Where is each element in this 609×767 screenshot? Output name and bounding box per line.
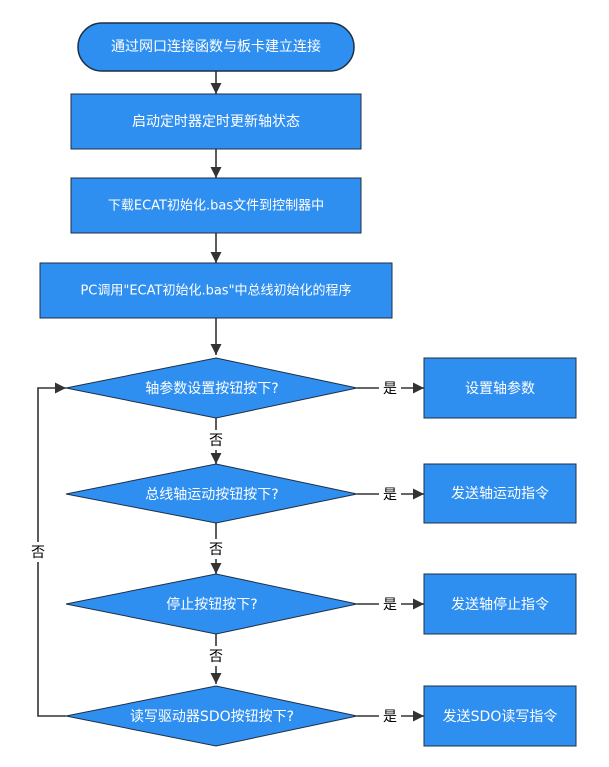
yes-label-2: 是 <box>383 487 397 503</box>
decision1-text: 轴参数设置按钮按下? <box>145 380 278 397</box>
no-label-3: 否 <box>209 649 223 665</box>
no-label-1: 否 <box>209 433 223 449</box>
step1-node <box>70 93 362 150</box>
decision1-node <box>65 357 358 419</box>
yes-label-4: 是 <box>383 709 397 725</box>
edge-labels: 是 是 是 是 否 否 否 否 <box>27 378 401 726</box>
start-node-text: 通过网口连接函数与板卡建立连接 <box>111 38 321 55</box>
decision4-node <box>65 685 358 747</box>
step3-text: PC调用"ECAT初始化.bas"中总线初始化的程序 <box>80 283 351 299</box>
nodes: 通过网口连接函数与板卡建立连接 启动定时器定时更新轴状态 下载ECAT初始化.b… <box>39 22 577 747</box>
action1-node <box>423 357 577 419</box>
decision3-text: 停止按钮按下? <box>166 596 257 613</box>
step3-node <box>39 262 393 319</box>
no-label-2: 否 <box>209 542 223 558</box>
decision4-text: 读写驱动器SDO按钮按下? <box>130 708 294 725</box>
no-label-loop: 否 <box>31 545 45 561</box>
action3-node <box>423 573 577 635</box>
action4-node <box>423 685 577 747</box>
action2-text: 发送轴运动指令 <box>451 486 549 502</box>
decision2-text: 总线轴运动按钮按下? <box>145 487 278 503</box>
action3-text: 发送轴停止指令 <box>451 596 549 613</box>
step2-text: 下载ECAT初始化.bas文件到控制器中 <box>108 199 324 214</box>
start-node <box>77 22 355 72</box>
yes-label-3: 是 <box>383 597 397 613</box>
step1-text: 启动定时器定时更新轴状态 <box>132 114 300 130</box>
decision3-node <box>65 573 358 635</box>
step2-node <box>70 177 362 234</box>
action2-node <box>423 463 577 524</box>
decision2-node <box>65 463 358 524</box>
action1-text: 设置轴参数 <box>465 380 535 397</box>
action4-text: 发送SDO读写指令 <box>443 708 558 725</box>
yes-label-1: 是 <box>383 381 397 397</box>
